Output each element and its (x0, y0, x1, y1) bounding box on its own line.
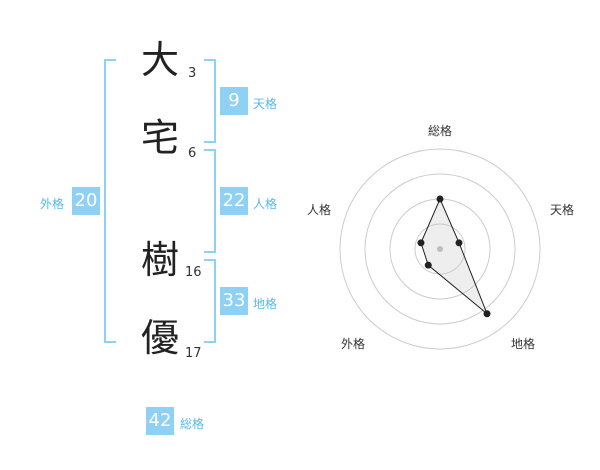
gaikaku-value: 20 (72, 187, 100, 215)
kanji-4: 優 (141, 316, 180, 360)
radar-point-2 (483, 310, 491, 318)
radar-ring (364, 173, 516, 325)
stroke-count-1: 3 (188, 66, 197, 81)
chikaku-bracket (204, 259, 216, 343)
chikaku-label: 地格 (253, 297, 278, 311)
kanji-1: 大 (141, 38, 180, 82)
radar-point-0 (436, 195, 444, 203)
gaikaku-label: 外格 (40, 197, 65, 211)
stroke-count-3: 16 (185, 265, 202, 280)
gaikaku-bracket (104, 59, 116, 343)
radar-point-3 (424, 261, 432, 269)
radar-label-soukaku: 総格 (428, 124, 453, 138)
jinkaku-label: 人格 (253, 197, 278, 211)
radar-center (437, 246, 443, 252)
soukaku-label: 総格 (180, 417, 205, 431)
soukaku-value: 42 (146, 407, 174, 435)
stroke-count-4: 17 (185, 346, 202, 361)
radar-ring (339, 148, 541, 350)
tenkaku-bracket (204, 59, 216, 143)
radar-label-gaikaku: 外格 (341, 337, 366, 351)
tenkaku-label: 天格 (253, 97, 278, 111)
kanji-2: 宅 (141, 116, 180, 160)
radar-label-tenkaku: 天格 (550, 203, 575, 217)
chikaku-value: 33 (220, 287, 248, 315)
radar-label-chikaku: 地格 (511, 337, 536, 351)
radar-ring (414, 223, 466, 275)
jinkaku-bracket (204, 149, 216, 253)
radar-area (420, 197, 488, 315)
kanji-3: 樹 (141, 238, 180, 282)
jinkaku-value: 22 (220, 187, 248, 215)
radar-label-jinkaku: 人格 (307, 203, 332, 217)
tenkaku-value: 9 (220, 87, 248, 115)
radar-point-1 (455, 239, 463, 247)
stroke-count-2: 6 (188, 146, 197, 161)
radar-point-4 (417, 239, 425, 247)
